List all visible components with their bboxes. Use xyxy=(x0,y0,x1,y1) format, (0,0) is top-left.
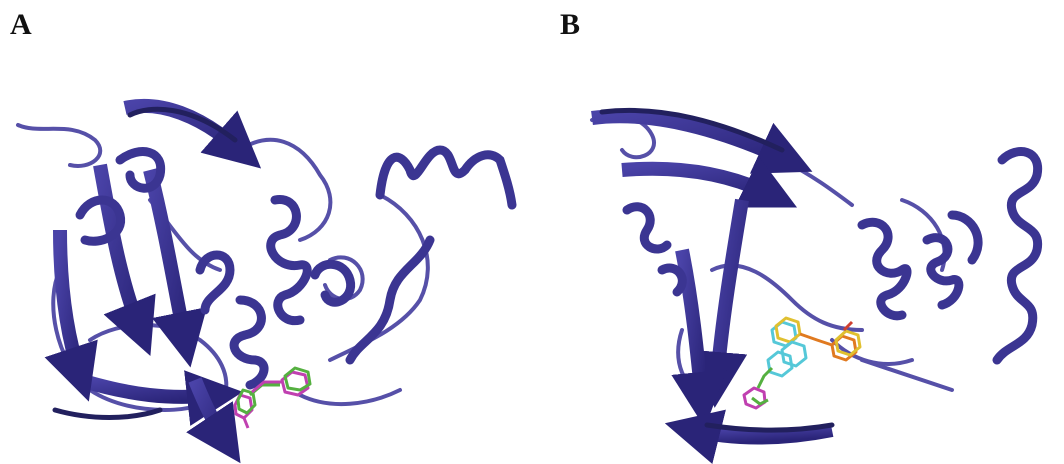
protein-structure-a xyxy=(0,0,532,464)
ligand-b xyxy=(744,318,860,408)
beta-strands-b xyxy=(592,116,832,437)
protein-structure-b xyxy=(532,0,1064,464)
panel-b: B xyxy=(532,0,1064,464)
helices-a xyxy=(80,150,512,385)
panel-a: A xyxy=(0,0,532,464)
ligand-a xyxy=(235,368,310,428)
